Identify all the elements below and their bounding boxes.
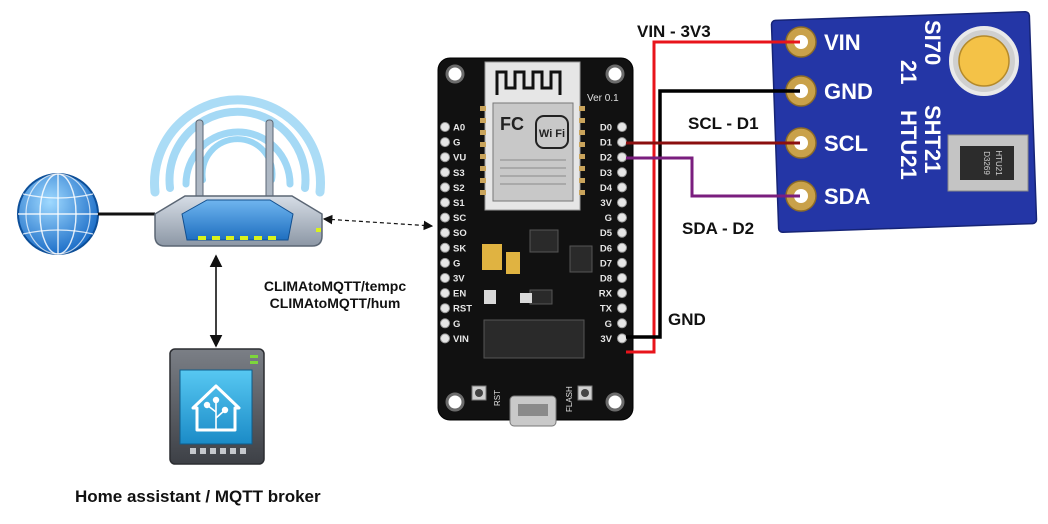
sensor-pin-label: VIN (824, 30, 861, 55)
pin-label-right: RX (599, 289, 613, 300)
pin-pad-right (617, 273, 627, 283)
pin-label-left: VIN (453, 334, 469, 345)
pin-pad-right (617, 137, 627, 148)
pin-pad-right (617, 212, 627, 223)
pin-pad-left (440, 182, 450, 193)
server-icon (169, 348, 265, 465)
pin-label-left: 3V (453, 274, 465, 285)
gnd-wire-label: GND (668, 310, 706, 329)
nodemcu-board: FC Wi Fi Ver 0.1 (437, 57, 634, 427)
mqtt-topics: CLIMAtoMQTT/tempc CLIMAtoMQTT/hum (254, 278, 416, 312)
pin-pad-right (617, 303, 627, 314)
sensor-pin-label: SCL (824, 131, 868, 156)
pin-label-left: S1 (453, 198, 465, 209)
pin-pad-right (617, 242, 627, 253)
pin-pad-right (617, 318, 627, 329)
pin-label-left: S2 (453, 183, 465, 194)
pin-pad-left (440, 242, 450, 253)
pin-label-right: D7 (600, 258, 612, 269)
wire-sda (626, 156, 800, 198)
pin-pad-right (617, 122, 627, 132)
pin-pad-right (617, 167, 627, 178)
sensor-model-b2: HTU21 (896, 110, 921, 180)
wifi-link (322, 214, 434, 231)
sensor-model-a2: 21 (896, 60, 921, 84)
pin-label-left: G (453, 138, 460, 149)
pin-pad-left (440, 227, 450, 238)
sensor-pin-hole (794, 189, 808, 203)
sda-wire-label: SDA - D2 (682, 219, 755, 238)
pin-label-left: SK (453, 243, 466, 254)
button-flash-label: FLASH (565, 386, 574, 412)
sensor-board: VIN GND SCL SDA HTU21 D3269 SI70 21 SHT21 H… (770, 10, 1038, 234)
pin-pad-right (617, 197, 627, 208)
topic-temp: CLIMAtoMQTT/tempc (263, 278, 407, 294)
wire-gnd (626, 89, 800, 339)
pin-pad-left (440, 212, 450, 223)
pin-label-right: 3V (600, 334, 612, 345)
pin-pad-left (440, 333, 450, 344)
pin-pad-right (617, 182, 627, 193)
sensor-pin-label: SDA (824, 184, 871, 209)
pin-label-right: D0 (600, 123, 612, 134)
pin-label-left: VU (453, 153, 466, 164)
pin-pad-right (617, 333, 627, 344)
wire-vin (626, 40, 800, 354)
vin-wire-label: VIN - 3V3 (637, 22, 711, 41)
sensor-pin-label: GND (824, 79, 873, 104)
pin-label-right: D3 (600, 168, 612, 179)
sensor-chip-a: HTU21 (994, 150, 1003, 176)
pin-label-left: G (453, 258, 460, 269)
pin-label-right: 3V (600, 198, 612, 209)
pin-label-right: D2 (600, 153, 612, 164)
pin-pad-left (440, 318, 450, 329)
pin-label-right: D6 (600, 243, 612, 254)
sensor-model-a: SI70 (920, 20, 945, 65)
topic-hum: CLIMAtoMQTT/hum (269, 295, 401, 311)
pin-pad-left (440, 303, 450, 314)
pin-pad-right (617, 257, 627, 268)
pin-pad-left (440, 257, 450, 268)
sensor-pin-hole (794, 35, 808, 49)
pin-label-right: G (605, 213, 612, 224)
pin-pad-left (440, 288, 450, 299)
sensor-pin-hole (794, 84, 808, 98)
pin-label-left: EN (453, 289, 466, 300)
pin-label-right: TX (600, 304, 613, 315)
pin-label-left: S3 (453, 168, 465, 179)
home-assistant-logo-icon (191, 384, 241, 432)
pin-label-right: G (605, 319, 612, 330)
pin-label-left: RST (453, 304, 472, 315)
sensor-chip-b: D3269 (982, 151, 991, 175)
pin-label-right: D8 (600, 274, 612, 285)
pin-label-left: SC (453, 213, 466, 224)
server-caption: Home assistant / MQTT broker (75, 487, 321, 506)
pin-label-left: G (453, 319, 460, 330)
pin-label-right: D1 (600, 138, 613, 149)
pin-pad-right (617, 227, 627, 238)
pin-label-left: SO (453, 228, 467, 239)
sensor-model-b: SHT21 (920, 105, 945, 173)
pin-pad-left (440, 152, 450, 163)
globe-icon (17, 173, 99, 255)
button-rst-label: RST (493, 390, 502, 406)
board-version: Ver 0.1 (587, 93, 619, 104)
scl-wire-label: SCL - D1 (688, 114, 759, 133)
esp-module-mark: FC (500, 114, 524, 134)
sensor-pin-hole (794, 136, 808, 150)
pin-pad-left (440, 273, 450, 283)
esp-module-brand: Wi Fi (539, 128, 565, 140)
pin-pad-right (617, 288, 627, 299)
pin-pad-right (617, 152, 627, 163)
pin-label-right: D4 (600, 183, 613, 194)
router-icon (150, 95, 325, 247)
pin-label-left: A0 (453, 123, 465, 134)
pin-pad-left (440, 167, 450, 178)
pin-label-right: D5 (600, 228, 613, 239)
pin-pad-left (440, 137, 450, 148)
pin-pad-left (440, 122, 450, 132)
pin-pad-left (440, 197, 450, 208)
